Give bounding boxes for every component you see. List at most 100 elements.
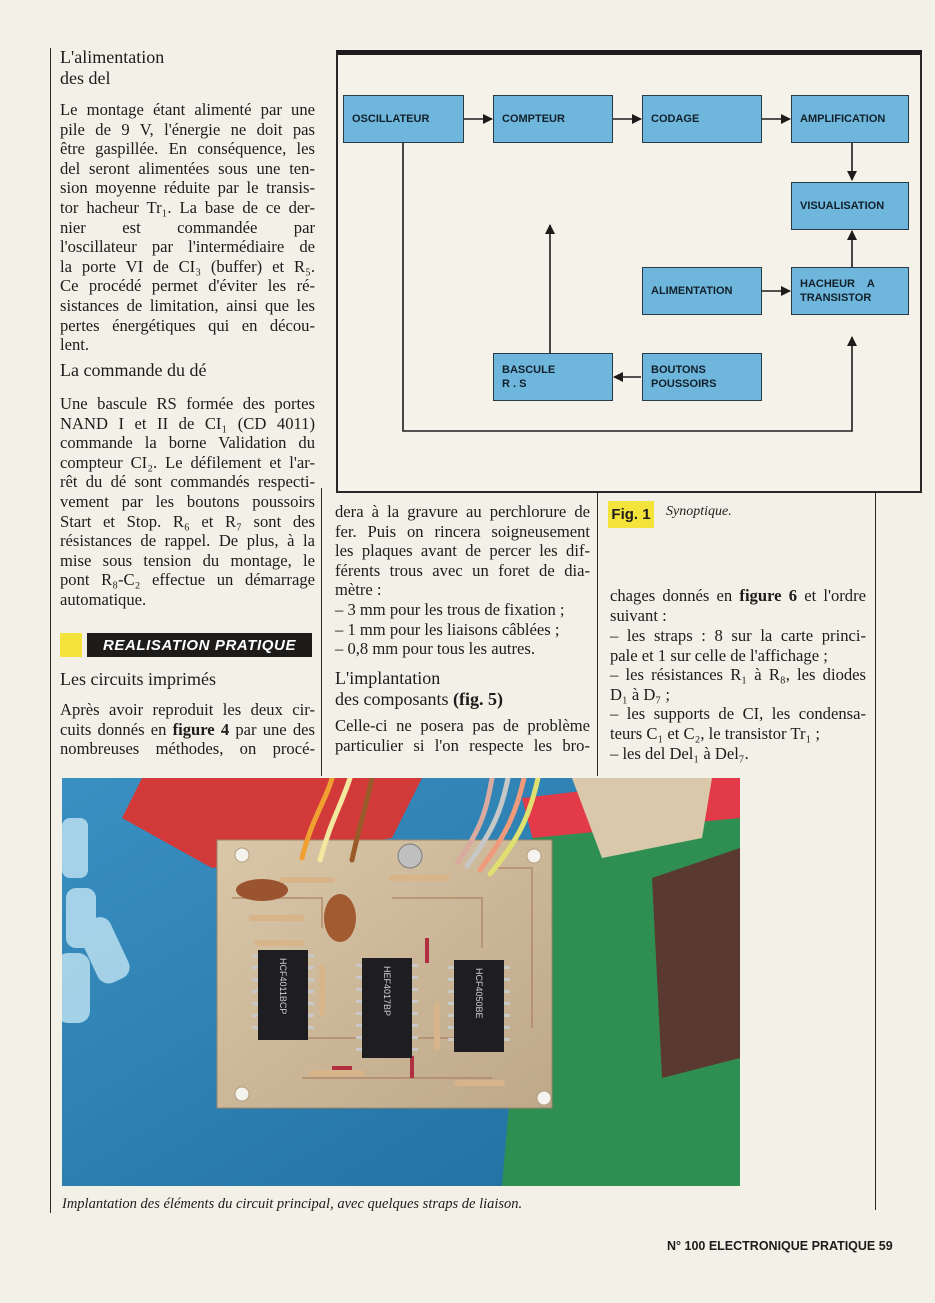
text-line: Celle-ci ne posera pas de problème (335, 716, 590, 735)
ic-label-3: HCF4050BE (474, 968, 484, 1019)
circuit-board-photo: HCF4011BCP HEF4017BP HCF4050BE (62, 778, 740, 1186)
figure-label: Fig. 1 (608, 501, 654, 528)
block-codage: CODAGE (642, 95, 762, 143)
text-line: nombreuses méthodes, on procé- (60, 739, 315, 759)
ic-label-2: HEF4017BP (382, 966, 392, 1016)
heading-line: L'implantation (335, 668, 441, 688)
list-item: teurs C₁ et C₂, le transistor Tr₁ ; (610, 723, 821, 743)
list-item: – les supports de CI, les condensa- (610, 704, 866, 724)
heading-alimentation-del: L'alimentation des del (60, 47, 320, 89)
paragraph-brochages: chages donnés en figure 6 et l'ordre sui… (610, 586, 866, 625)
text-line: pile de 9 V, l'énergie ne doit pas (60, 119, 315, 139)
text-line: résistances de rappel. De plus, à la (60, 531, 315, 551)
text-line: Start et Stop. R₆ et R₇ sont des (60, 511, 315, 531)
column-rule-mid2 (597, 488, 598, 776)
text-line: mise sous tension du montage, le (60, 550, 315, 570)
block-boutons: BOUTONS POUSSOIRS (642, 353, 762, 401)
banner-label: REALISATION PRATIQUE (87, 633, 312, 657)
text-line: dera à la gravure au perchlorure de (335, 502, 590, 521)
list-item: – les del Del₁ à Del₇. (610, 743, 749, 763)
heading-circuits-imprimes: Les circuits imprimés (60, 669, 216, 689)
block-visualisation: VISUALISATION (791, 182, 909, 230)
capacitor-c2 (324, 894, 356, 942)
diagram-connectors (402, 114, 857, 432)
photo-illustration: HCF4011BCP HEF4017BP HCF4050BE (62, 778, 740, 1186)
transistor (397, 843, 423, 869)
block-compteur: COMPTEUR (493, 95, 613, 143)
figure-ref: figure 6 (739, 586, 798, 605)
text-line: la porte VI de CI₃ (buffer) et R₅. (60, 256, 315, 276)
block-amplification: AMPLIFICATION (791, 95, 909, 143)
text-line: être gaspillée. En conséquence, les (60, 139, 315, 159)
text-line: Ce procédé permet d'éviter les ré- (60, 276, 315, 296)
column-rule-mid (321, 488, 322, 776)
block-label: OSCILLATEUR (352, 113, 430, 125)
text-run: des composants (335, 689, 449, 709)
block-label: ALIMENTATION (651, 285, 733, 297)
list-item: D₁ à D₇ ; (610, 684, 670, 704)
capacitor-c1 (236, 879, 288, 901)
list-item: – 1 mm pour les liaisons câblées ; (335, 619, 560, 639)
list-item: pale et 1 sur celle de l'affichage ; (610, 645, 828, 665)
text-line: rêt du dé sont commandés respecti- (60, 472, 315, 492)
ic-chips (258, 950, 504, 1058)
synoptic-diagram: OSCILLATEUR COMPTEUR CODAGE AMPLIFICATIO… (336, 50, 922, 493)
text-run: cuits donnés en (60, 719, 167, 739)
block-oscillateur: OSCILLATEUR (343, 95, 464, 143)
column-rule-right (875, 488, 876, 1210)
block-bascule: BASCULE R . S (493, 353, 613, 401)
heading-line: L'alimentation (60, 47, 165, 67)
text-line: férents trous avec un foret de dia- (335, 560, 590, 580)
text-line: Après avoir reproduit les deux cir- (60, 700, 315, 719)
text-run: par une des (235, 719, 315, 739)
column-rule-left (50, 48, 51, 1213)
text-line: l'oscillateur par l'intermédiaire de (60, 237, 315, 257)
block-alimentation: ALIMENTATION (642, 267, 762, 315)
paragraph-circuits: Après avoir reproduit les deux cir- cuit… (60, 700, 315, 759)
page-footer: N° 100 ELECTRONIQUE PRATIQUE 59 (667, 1239, 893, 1253)
paragraph-commande: Une bascule RS formée des portes NAND I … (60, 394, 315, 610)
drill-list: – 3 mm pour les trous de fixation ; – 1 … (335, 600, 590, 659)
paragraph-implantation: Celle-ci ne posera pas de problème parti… (335, 716, 590, 755)
block-label: CODAGE (651, 113, 700, 125)
block-label: TRANSISTOR (800, 292, 872, 304)
block-label: COMPTEUR (502, 113, 565, 125)
list-item: – les straps : 8 sur la carte princi- (610, 626, 866, 645)
text-line: sistances de limitation, ainsi que les (60, 295, 315, 315)
brown-board (652, 848, 740, 1078)
list-item: – les résistances R₁ à R₈, les diodes (610, 665, 866, 685)
text-line: particulier si l'on respecte les bro- (335, 735, 590, 755)
block-hacheur: HACHEUR A TRANSISTOR (791, 267, 909, 315)
text-line: NAND I et II de CI₁ (CD 4011) (60, 413, 315, 433)
pcb-corner (572, 778, 712, 858)
text-line: mètre : (335, 580, 382, 600)
text-line: commande la borne Validation du (60, 433, 315, 453)
paragraph-gravure: dera à la gravure au perchlorure de fer.… (335, 502, 590, 600)
text-line: nier est commandée par (60, 217, 315, 237)
list-item: – 0,8 mm pour tous les autres. (335, 639, 536, 659)
figure-ref: (fig. 5) (452, 689, 503, 709)
text-line: tor hacheur Tr₁. La base de ce der- (60, 197, 315, 217)
heading-line: des composants (fig. 5) (335, 689, 590, 710)
text-line: pont R₈-C₂ effectue un démarrage (60, 570, 315, 590)
text-line: suivant : (610, 605, 667, 625)
text-line: Le montage étant alimenté par une (60, 100, 315, 119)
list-item: – 3 mm pour les trous de fixation ; (335, 600, 565, 619)
section-banner-realisation: REALISATION PRATIQUE (60, 633, 312, 657)
banner-yellow-marker (60, 633, 82, 657)
block-label: BOUTONS (651, 364, 706, 376)
text-line: fer. Puis on rincera soigneusement (335, 521, 590, 541)
heading-line: des del (60, 68, 111, 88)
ic-label-1: HCF4011BCP (278, 958, 288, 1014)
plastic-spacers (62, 818, 130, 1023)
block-label: POUSSOIRS (651, 378, 717, 390)
text-line: lent. (60, 335, 90, 355)
text-line: del seront alimentées sous une ten- (60, 158, 315, 178)
figure-ref: figure 4 (172, 719, 230, 739)
text-line: automatique. (60, 589, 147, 609)
block-label: AMPLIFICATION (800, 113, 886, 125)
text-line: les plaques avant de percer les dif- (335, 541, 590, 561)
text-run: chages donnés en (610, 586, 733, 605)
paragraph-alimentation: Le montage étant alimenté par une pile d… (60, 100, 315, 355)
block-label: HACHEUR A (800, 278, 875, 290)
